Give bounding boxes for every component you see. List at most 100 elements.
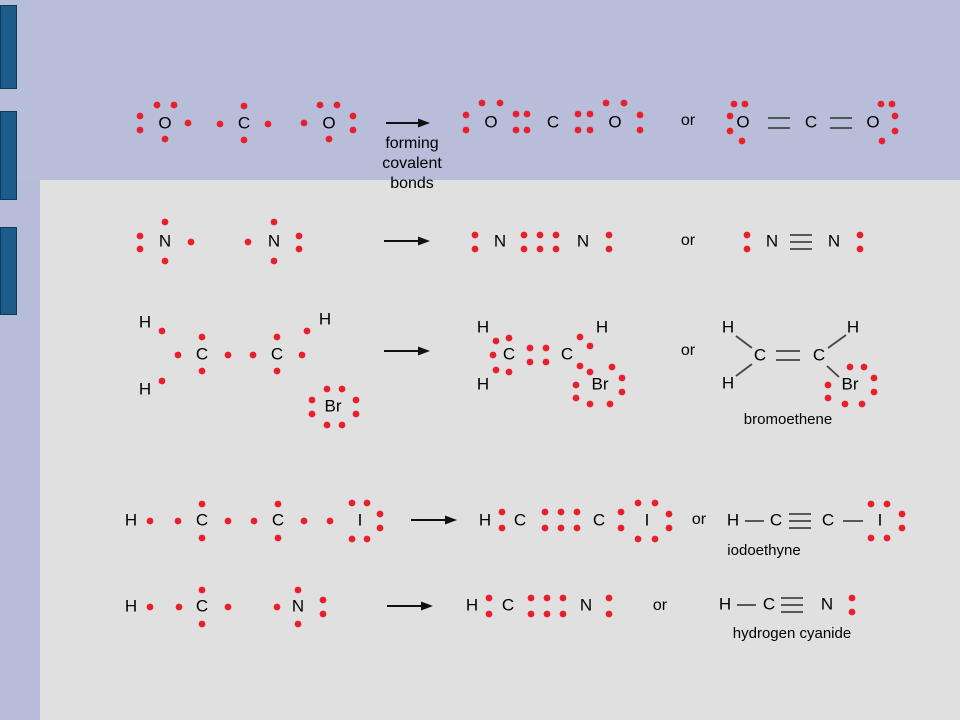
or-label: or <box>653 597 668 614</box>
side-tab-3[interactable] <box>0 227 17 315</box>
electron-dot <box>860 363 868 371</box>
electron-dot <box>526 344 534 352</box>
atom-bromine: Br <box>842 374 859 393</box>
electron-dot <box>298 351 306 359</box>
electron-dot <box>520 231 528 239</box>
electron-dot <box>136 112 144 120</box>
electron-dot <box>846 363 854 371</box>
electron-dot <box>898 524 906 532</box>
atom-carbon: C <box>754 345 766 364</box>
electron-dot <box>651 535 659 543</box>
electron-dot <box>333 101 341 109</box>
electron-dot <box>618 388 626 396</box>
bond-line <box>827 334 847 349</box>
atom-carbon: C <box>238 113 250 132</box>
electron-dot <box>608 363 616 371</box>
electron-dot <box>295 232 303 240</box>
atom-carbon: C <box>272 510 284 529</box>
electron-dot <box>605 610 613 618</box>
atom-hydrogen: H <box>477 374 489 393</box>
electron-dot <box>376 510 384 518</box>
bromoethene-reactants: H H C C H Br <box>139 309 360 429</box>
electron-dot <box>352 410 360 418</box>
electron-dot <box>170 101 178 109</box>
or-label: or <box>681 232 696 249</box>
electron-dot <box>492 337 500 345</box>
electron-dot <box>198 534 206 542</box>
electron-dot <box>319 610 327 618</box>
atom-carbon: C <box>502 595 514 614</box>
bond-line <box>735 335 753 349</box>
electron-dot <box>586 342 594 350</box>
electron-dot <box>161 135 169 143</box>
electron-dot <box>274 534 282 542</box>
electron-dot <box>576 333 584 341</box>
electron-dot <box>325 135 333 143</box>
electron-dot <box>858 400 866 408</box>
electron-dot <box>552 231 560 239</box>
electron-dot <box>352 396 360 404</box>
electron-dot <box>602 99 610 107</box>
or-label: or <box>681 112 696 129</box>
atom-carbon: C <box>805 112 817 131</box>
side-tab-2[interactable] <box>0 111 17 200</box>
iodoethyne-row: H C C I H C C I <box>125 499 906 559</box>
atom-nitrogen: N <box>766 231 778 250</box>
atom-carbon: C <box>822 510 834 529</box>
electron-dot <box>198 586 206 594</box>
electron-dot <box>665 524 673 532</box>
co2-row: O C O forming covalent bonds O C <box>136 99 899 192</box>
atom-iodine: I <box>645 510 650 529</box>
electron-dot <box>496 99 504 107</box>
title-band <box>0 0 960 180</box>
electron-dot <box>576 362 584 370</box>
electron-dot <box>536 231 544 239</box>
electron-dot <box>883 500 891 508</box>
electron-dot <box>349 126 357 134</box>
electron-dot <box>586 400 594 408</box>
electron-dot <box>498 508 506 516</box>
electron-dot <box>338 385 346 393</box>
electron-dot <box>224 351 232 359</box>
atom-nitrogen: N <box>577 231 589 250</box>
atom-hydrogen: H <box>319 309 331 328</box>
electron-dot <box>618 374 626 382</box>
electron-dot <box>295 245 303 253</box>
electron-dot <box>300 517 308 525</box>
bromoethene-dot-structure: H H C C H Br <box>477 317 626 408</box>
atom-hydrogen: H <box>727 510 739 529</box>
electron-dot <box>198 500 206 508</box>
electron-dot <box>512 110 520 118</box>
electron-dot <box>216 120 224 128</box>
atom-hydrogen: H <box>722 317 734 336</box>
electron-dot <box>867 534 875 542</box>
electron-dot <box>543 610 551 618</box>
atom-hydrogen: H <box>847 317 859 336</box>
or-label: or <box>692 511 707 528</box>
atom-nitrogen: N <box>821 594 833 613</box>
electron-dot <box>848 608 856 616</box>
electron-dot <box>883 534 891 542</box>
electron-dot <box>573 524 581 532</box>
electron-dot <box>877 100 885 108</box>
electron-dot <box>741 100 749 108</box>
electron-dot <box>146 517 154 525</box>
atom-carbon: C <box>271 344 283 363</box>
atom-carbon: C <box>763 594 775 613</box>
electron-dot <box>743 245 751 253</box>
electron-dot <box>523 110 531 118</box>
arrow-caption-line-1: forming <box>385 135 438 152</box>
atom-hydrogen: H <box>477 317 489 336</box>
atom-hydrogen: H <box>596 317 608 336</box>
electron-dot <box>136 232 144 240</box>
electron-dot <box>572 381 580 389</box>
side-tab-1[interactable] <box>0 5 17 89</box>
electron-dot <box>512 126 520 134</box>
atom-hydrogen: H <box>139 312 151 331</box>
electron-dot <box>174 351 182 359</box>
reaction-arrow <box>386 118 430 128</box>
atom-iodine: I <box>878 510 883 529</box>
electron-dot <box>605 594 613 602</box>
electron-dot <box>557 508 565 516</box>
